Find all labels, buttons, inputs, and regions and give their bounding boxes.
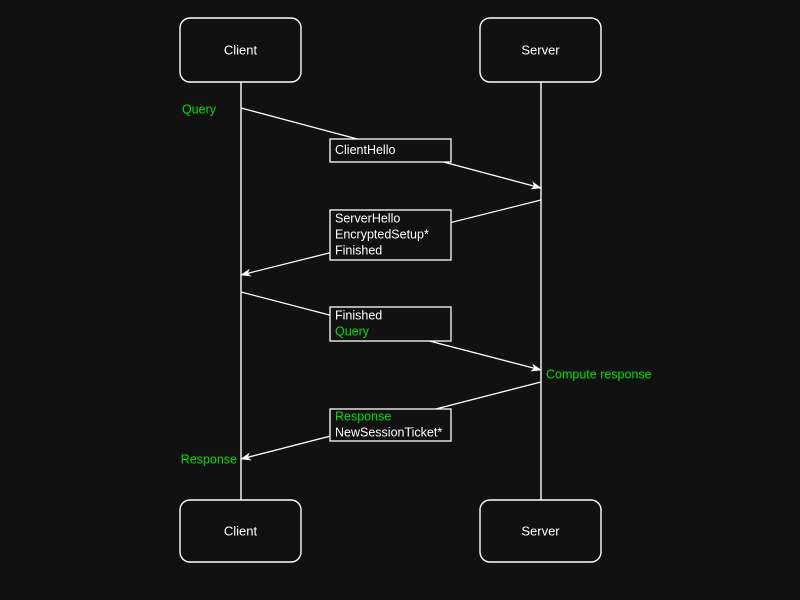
actor-box-rect [179, 499, 302, 563]
message-box[interactable] [329, 209, 452, 261]
compute-response-label: Compute response [546, 367, 652, 381]
message-line: Response [335, 409, 391, 423]
actor-label: Server [521, 523, 560, 538]
actor-label: Server [521, 42, 560, 57]
actor-box-rect [179, 17, 302, 83]
message-box[interactable] [329, 138, 452, 163]
message-line: ClientHello [335, 143, 395, 157]
actor-client-bottom[interactable]: Client [179, 499, 302, 563]
message-line: NewSessionTicket* [335, 425, 442, 439]
message-client-hello: ClientHello [240, 107, 542, 190]
actor-box-rect [479, 17, 602, 83]
query-label: Query [182, 102, 217, 116]
message-line: Query [335, 324, 370, 338]
message-line: Finished [335, 243, 382, 257]
message-line: EncryptedSetup* [335, 227, 429, 241]
message-line: Finished [335, 308, 382, 322]
actor-label: Client [224, 42, 258, 57]
message-box[interactable] [329, 408, 452, 442]
response-label: Response [181, 452, 237, 466]
message-line: ServerHello [335, 211, 400, 225]
message-box[interactable] [329, 306, 452, 342]
actor-client-top[interactable]: Client [179, 17, 302, 83]
actor-box-rect [479, 499, 602, 563]
actor-server-bottom[interactable]: Server [479, 499, 602, 563]
actor-server-top[interactable]: Server [479, 17, 602, 83]
actor-label: Client [224, 523, 258, 538]
lifelines-layer [240, 82, 542, 500]
